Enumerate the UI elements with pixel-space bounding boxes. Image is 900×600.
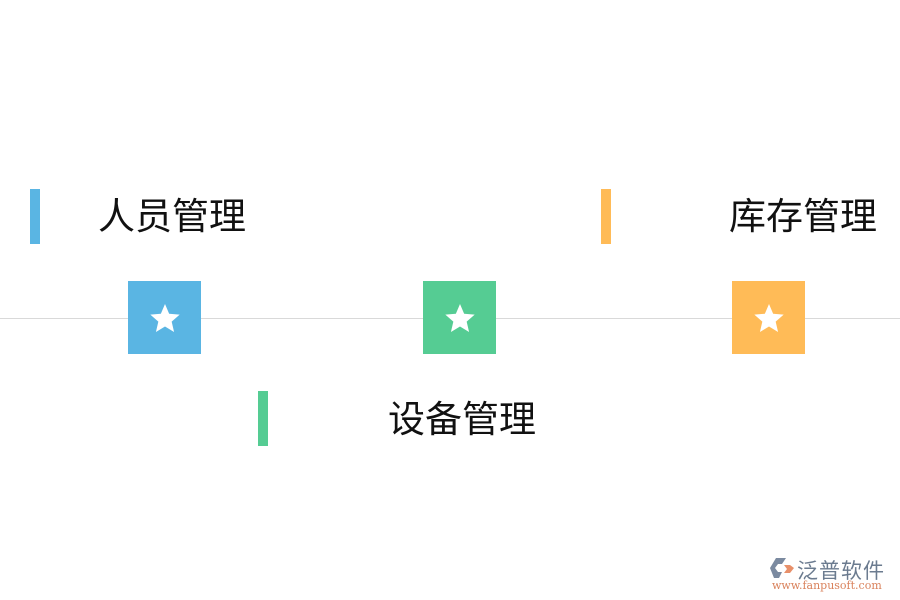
marker-bar-personnel — [30, 189, 40, 244]
node-inventory — [732, 281, 805, 354]
label-personnel: 人员管理 — [98, 195, 246, 238]
label-equipment: 设备管理 — [388, 398, 536, 441]
watermark-name: 泛普软件 — [797, 559, 885, 583]
fanpu-logo-icon — [770, 558, 794, 578]
label-inventory: 库存管理 — [729, 195, 877, 238]
marker-bar-inventory — [601, 189, 611, 244]
star-icon — [149, 303, 180, 332]
star-icon — [753, 303, 784, 332]
watermark-logo: 泛普软件 www.fanpusoft.com — [770, 555, 895, 595]
watermark-url: www.fanpusoft.com — [772, 579, 882, 592]
node-personnel — [128, 281, 201, 354]
marker-bar-equipment — [258, 391, 268, 446]
node-equipment — [423, 281, 496, 354]
star-icon — [444, 303, 475, 332]
